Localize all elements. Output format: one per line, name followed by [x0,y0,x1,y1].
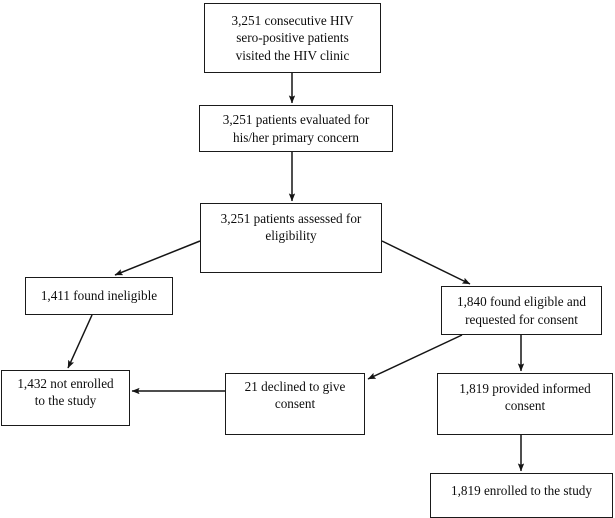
edge-ineligible-to-not-enrolled [67,314,93,369]
node-screened: 3,251 consecutive HIV sero-positive pati… [204,3,381,73]
node-declined: 21 declined to give consent [225,373,365,435]
edge-assessed-to-eligible [381,240,471,285]
edge-eligible-to-declined [367,334,463,380]
node-eligible: 1,840 found eligible and requested for c… [441,286,602,335]
node-assessed: 3,251 patients assessed for eligibility [200,203,382,273]
edge-assessed-to-ineligible [114,240,201,276]
node-ineligible: 1,411 found ineligible [25,277,173,315]
node-informed-consent: 1,819 provided informed consent [437,373,613,435]
node-enrolled: 1,819 enrolled to the study [430,473,613,518]
node-evaluated: 3,251 patients evaluated for his/her pri… [199,105,393,152]
node-not-enrolled: 1,432 not enrolled to the study [1,370,130,426]
